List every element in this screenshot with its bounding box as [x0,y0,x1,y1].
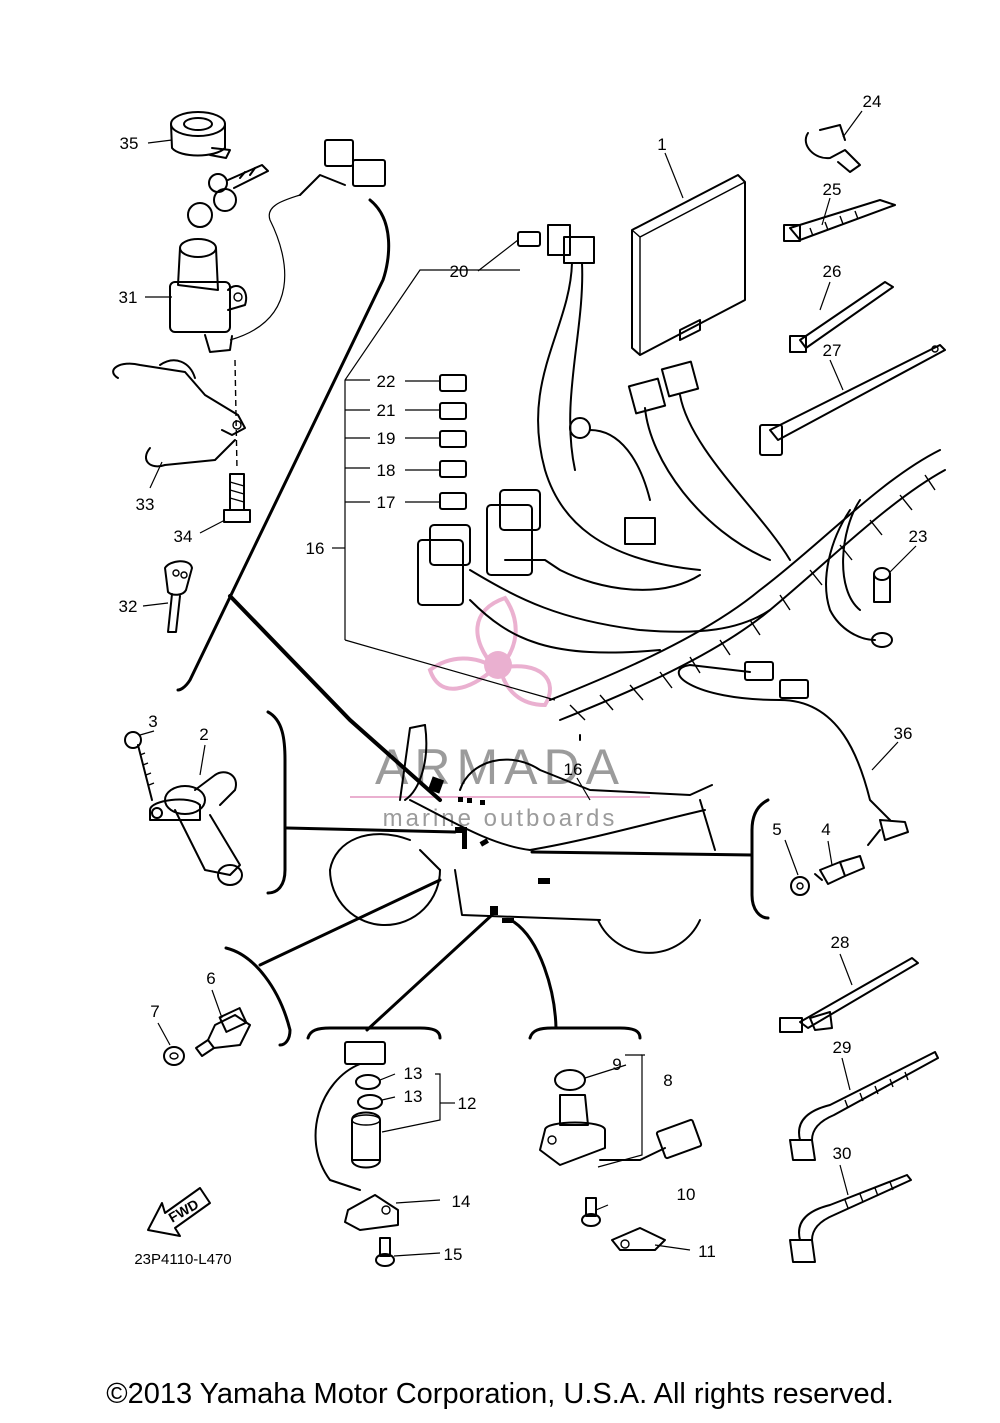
callout-17: 17 [377,493,396,512]
part-14-bracket [344,1194,399,1231]
part-17-fuse [439,492,467,510]
part-35-key-cover [170,111,231,159]
part-21-fuse [439,402,467,420]
group-brackets [176,198,770,1047]
part-10-screw [581,1197,601,1227]
part-30-cable-tie [789,1174,912,1263]
copyright-notice: ©2013 Yamaha Motor Corporation, U.S.A. A… [106,1378,894,1410]
part-7-washer [163,1046,185,1066]
callout-14: 14 [452,1192,471,1211]
part-4-sensor [814,855,865,885]
fwd-arrow-icon: FWD [147,1187,211,1237]
part-33-wire-lock [112,359,246,468]
part-20-fuse [517,231,541,247]
callout-labels: 1 2 3 4 5 6 7 8 9 10 11 12 13 13 14 15 1… [119,92,928,1264]
callout-8: 8 [663,1071,672,1090]
callout-12: 12 [458,1094,477,1113]
part-13-o-ring-bottom [357,1094,383,1110]
part-18-fuse [439,460,467,478]
diagram-code: 23P4110-L470 [134,1251,231,1268]
callout-35: 35 [120,134,139,153]
callout-36: 36 [894,724,913,743]
callout-23: 23 [909,527,928,546]
part-2-position-sensor [149,771,243,886]
part-22-fuse [439,374,467,392]
callout-28: 28 [831,933,850,952]
callout-2: 2 [199,725,208,744]
part-25-cable-tie [783,199,896,242]
watermark-tagline: marine outboards [383,805,618,832]
harness-group-bracket [332,239,556,701]
callout-22: 22 [377,372,396,391]
part-19-fuse [439,430,467,448]
part-9-o-ring [554,1069,586,1091]
part-32-key [164,560,193,633]
callout-11: 11 [698,1242,716,1261]
part-24-clamp [804,124,861,173]
callout-18: 18 [377,461,396,480]
callout-19: 19 [377,429,396,448]
callout-32: 32 [119,597,138,616]
part-1-ecu [631,174,746,356]
callout-30: 30 [833,1144,852,1163]
callout-16-center: 16 [564,760,583,779]
callout-9: 9 [612,1055,621,1074]
part-29-cable-tie [789,1051,939,1161]
leader-lines [139,110,917,1257]
callout-5: 5 [772,820,781,839]
part-28-cable-tie [779,957,919,1033]
callout-33: 33 [136,495,155,514]
callout-1: 1 [657,135,666,154]
part-31-main-switch [169,139,386,471]
callout-13-bottom: 13 [404,1087,423,1106]
callout-20: 20 [450,262,469,281]
part-11-clamp [611,1227,666,1251]
part-15-bolt [375,1237,395,1267]
callout-connector-lines [228,594,754,1032]
propeller-logo-icon [427,595,552,708]
callout-34: 34 [174,527,193,546]
callout-16-left: 16 [306,539,325,558]
part-6-switch [195,1007,251,1057]
callout-15: 15 [444,1245,463,1264]
callout-24: 24 [863,92,882,111]
part-16-wire-harness [417,224,946,721]
callout-27: 27 [823,341,842,360]
part-13-o-ring-top [355,1074,381,1090]
part-5-gasket [790,876,810,896]
part-23-bolt [871,567,893,648]
callout-3: 3 [148,712,157,731]
callout-31: 31 [119,288,138,307]
callout-10: 10 [677,1185,696,1204]
callout-29: 29 [833,1038,852,1057]
armada-watermark: ARMADA marine outboards [350,595,650,832]
callout-4: 4 [821,820,830,839]
part-27-cable-tie [759,344,946,456]
callout-6: 6 [206,969,215,988]
callout-26: 26 [823,262,842,281]
part-12-speed-sensor-lead [314,1041,386,1191]
watermark-brand: ARMADA [375,739,625,795]
part-3-screw [124,731,155,801]
callout-7: 7 [150,1002,159,1021]
part-36-sensor-lead [677,661,909,846]
vehicle-outline [329,724,716,954]
callout-21: 21 [377,401,396,420]
part-26-cable-tie [789,281,894,353]
callout-13-top: 13 [404,1064,423,1083]
part-8-sensor [539,1094,703,1166]
part-34-screw [223,473,251,523]
callout-25: 25 [823,180,842,199]
